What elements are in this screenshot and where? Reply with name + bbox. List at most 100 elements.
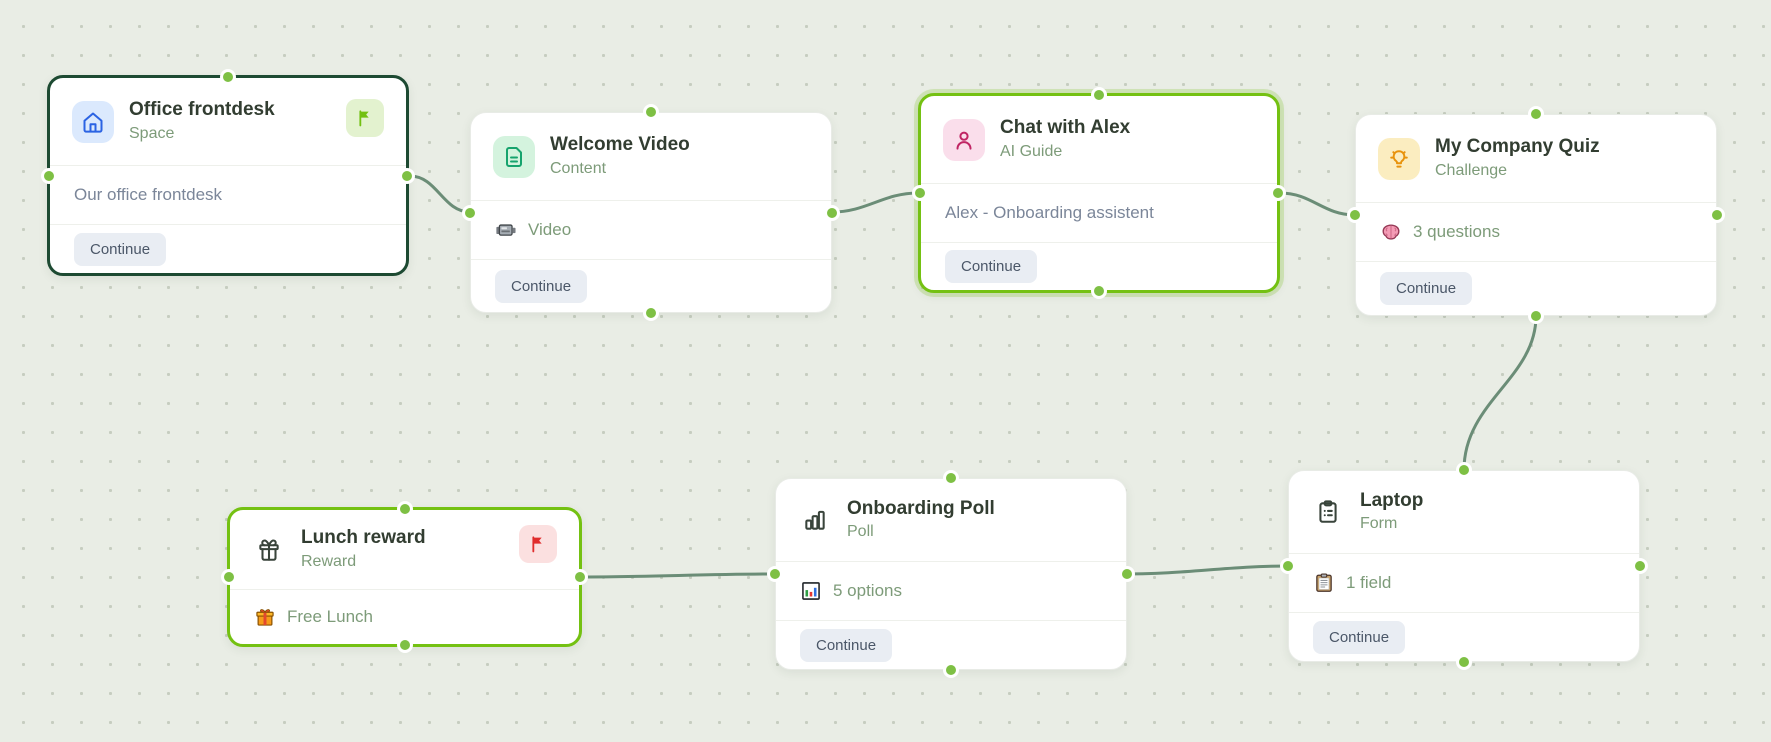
connection-handle-right[interactable] xyxy=(399,167,415,184)
connection-handle-bottom[interactable] xyxy=(943,662,959,678)
node-subtitle: Space xyxy=(129,124,175,142)
node-titles: Lunch reward Reward xyxy=(301,526,426,573)
connection-handle-left[interactable] xyxy=(221,569,237,585)
gift-icon xyxy=(252,529,286,571)
edge-office-to-welcome[interactable] xyxy=(408,174,472,214)
node-footer: Continue xyxy=(1289,613,1639,661)
node-titles: Chat with Alex AI Guide xyxy=(1000,116,1130,163)
flow-node-my-company-quiz[interactable]: My Company Quiz Challenge 3 questions Co… xyxy=(1347,106,1725,324)
connection-handle-top[interactable] xyxy=(643,104,659,120)
flow-node-lunch-reward[interactable]: Lunch reward Reward Free Lunch xyxy=(221,501,588,653)
detail-text: Free Lunch xyxy=(287,607,373,626)
connection-handle-top[interactable] xyxy=(1528,106,1544,122)
user-icon xyxy=(943,118,985,161)
connection-handle-left[interactable] xyxy=(462,204,478,221)
node-footer: Continue xyxy=(50,225,406,273)
detail-text: Our office frontdesk xyxy=(74,185,223,204)
connection-handle-left[interactable] xyxy=(1347,207,1363,223)
connection-handle-top[interactable] xyxy=(1091,87,1107,103)
node-titles: My Company Quiz Challenge xyxy=(1435,135,1600,182)
connection-handle-bottom[interactable] xyxy=(1528,308,1544,324)
connection-handle-top[interactable] xyxy=(1456,462,1472,478)
edge-quiz-to-laptop[interactable] xyxy=(1462,314,1538,472)
lightbulb-icon xyxy=(1378,137,1420,180)
connection-handle-top[interactable] xyxy=(396,501,413,517)
connection-handle-bottom[interactable] xyxy=(1456,654,1472,670)
connection-handle-top[interactable] xyxy=(220,69,236,85)
connection-handle-left[interactable] xyxy=(1280,558,1296,574)
clipboard-icon xyxy=(1311,491,1345,533)
connection-handle-top[interactable] xyxy=(943,470,959,486)
connection-handle-bottom[interactable] xyxy=(643,305,659,321)
connection-handle-left[interactable] xyxy=(767,566,783,582)
clipboard-emoji-icon xyxy=(1313,572,1335,594)
flow-node-office-frontdesk[interactable]: Office frontdesk Space Our office frontd… xyxy=(41,69,415,276)
continue-button[interactable]: Continue xyxy=(1313,620,1406,654)
node-titles: Onboarding Poll Poll xyxy=(847,497,995,544)
node-title: My Company Quiz xyxy=(1435,136,1600,158)
edge-poll-to-lunch[interactable] xyxy=(580,572,777,579)
video-camera-icon xyxy=(495,219,517,241)
edge-laptop-to-poll[interactable] xyxy=(1125,564,1290,576)
continue-button[interactable]: Continue xyxy=(495,269,588,303)
divider xyxy=(776,620,1126,621)
node-subtitle: Content xyxy=(550,159,607,177)
connection-handle-bottom[interactable] xyxy=(396,637,413,653)
edge-welcome-to-chat[interactable] xyxy=(830,191,920,214)
brain-icon xyxy=(1380,221,1402,243)
node-header: Chat with Alex AI Guide xyxy=(921,96,1277,183)
detail-text: Alex - Onboarding assistent xyxy=(945,203,1154,222)
red-flag-icon xyxy=(519,525,557,563)
connection-handle-right[interactable] xyxy=(824,204,840,221)
divider xyxy=(1356,202,1716,203)
flow-node-onboarding-poll[interactable]: Onboarding Poll Poll 5 options Continue xyxy=(767,470,1135,678)
node-header: Lunch reward Reward xyxy=(230,510,579,589)
divider xyxy=(776,561,1126,562)
connection-handle-bottom[interactable] xyxy=(1091,283,1107,299)
green-flag-icon xyxy=(346,99,384,137)
detail-text: 1 field xyxy=(1346,573,1392,592)
node-header: Welcome Video Content xyxy=(471,113,831,200)
continue-button[interactable]: Continue xyxy=(1380,272,1473,305)
node-subtitle: Reward xyxy=(301,552,357,570)
connection-handle-left[interactable] xyxy=(41,167,57,184)
divider xyxy=(1289,612,1639,613)
node-subtitle: Challenge xyxy=(1435,161,1508,179)
house-icon xyxy=(72,100,114,143)
connection-handle-right[interactable] xyxy=(1632,558,1648,574)
node-detail-row: 5 options xyxy=(776,562,1126,620)
edge-chat-to-quiz[interactable] xyxy=(1278,191,1357,217)
gift-emoji-icon xyxy=(254,606,276,628)
node-subtitle: Poll xyxy=(847,523,874,541)
node-title: Chat with Alex xyxy=(1000,117,1131,139)
continue-button[interactable]: Continue xyxy=(800,628,893,662)
node-footer: Continue xyxy=(1356,262,1716,315)
detail-text: 3 questions xyxy=(1413,222,1500,241)
flow-node-welcome-video[interactable]: Welcome Video Content Video Continue xyxy=(462,104,840,321)
divider xyxy=(1289,553,1639,554)
flow-node-laptop[interactable]: Laptop Form 1 field Continue xyxy=(1280,462,1648,670)
node-header: Office frontdesk Space xyxy=(50,78,406,165)
node-titles: Laptop Form xyxy=(1360,489,1423,536)
divider xyxy=(50,224,406,225)
node-header: Laptop Form xyxy=(1289,471,1639,553)
bar-chart-icon xyxy=(798,499,832,541)
connection-handle-right[interactable] xyxy=(1709,207,1725,223)
continue-button[interactable]: Continue xyxy=(74,232,167,266)
continue-button[interactable]: Continue xyxy=(945,250,1038,283)
connection-handle-right[interactable] xyxy=(1119,566,1135,582)
connection-handle-right[interactable] xyxy=(572,569,588,585)
node-detail-row: 1 field xyxy=(1289,554,1639,612)
node-title: Lunch reward xyxy=(301,527,426,549)
divider xyxy=(471,259,831,260)
connection-handle-right[interactable] xyxy=(1270,185,1286,201)
node-header: My Company Quiz Challenge xyxy=(1356,115,1716,202)
node-detail-row: Free Lunch xyxy=(230,590,579,644)
file-text-icon xyxy=(493,135,535,178)
flow-node-chat-with-alex[interactable]: Chat with Alex AI Guide Alex - Onboardin… xyxy=(912,87,1286,299)
node-title: Laptop xyxy=(1360,489,1424,511)
connection-handle-left[interactable] xyxy=(912,185,928,201)
node-header: Onboarding Poll Poll xyxy=(776,479,1126,561)
